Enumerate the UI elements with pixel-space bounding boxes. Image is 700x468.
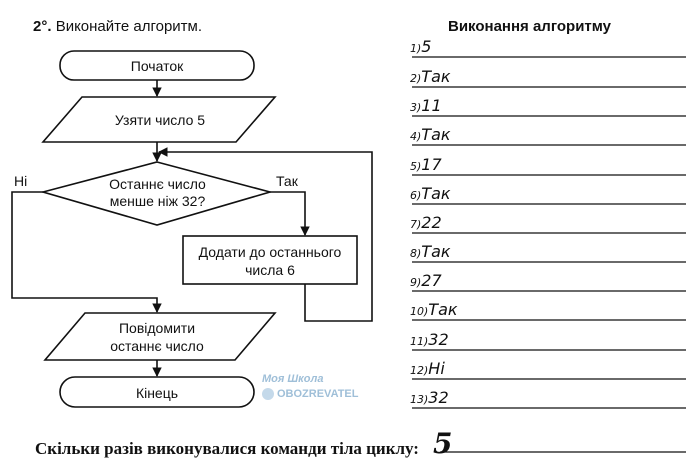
action-label-2: числа 6 [245,262,295,278]
condition-diamond [39,161,273,226]
execution-step: 1)5 [410,37,431,56]
question-text: Скільки разів виконувалися команди тіла … [35,439,419,458]
execution-step: 12)Ні [410,359,445,378]
step-number: 4) [410,130,422,143]
output-label-1: Повідомити [118,320,196,336]
step-value: Так [428,300,458,319]
question-row: Скільки разів виконувалися команди тіла … [35,428,452,460]
step-value: 5 [421,37,432,56]
yes-label: Так [276,173,298,189]
answer-handwritten: 5 [432,427,453,460]
input-label: Узяти число 5 [114,112,206,128]
watermark-brand: OBOZREVATEL [277,388,359,400]
step-number: 3) [410,101,422,114]
action-label-1: Додати до останнього [198,244,342,260]
condition-label-1: Останнє число [109,176,206,192]
output-label-2: останнє число [110,338,204,354]
condition-label-2: менше ніж 32? [109,193,206,209]
yes-connector [270,191,310,236]
step-number: 2) [410,72,422,85]
step-number: 8) [410,247,422,260]
step-number: 13) [410,393,429,406]
no-label: Ні [14,173,28,189]
watermark-logo-icon [262,388,274,401]
step-value: 22 [421,213,442,232]
execution-step: 7)22 [410,213,442,232]
task-text: Виконайте алгоритм. [55,18,203,35]
start-label: Початок [130,58,184,74]
execution-step: 5)17 [410,155,442,174]
action-box [182,235,358,285]
execution-step: 13)32 [410,388,449,407]
execution-step: 10)Так [410,300,458,319]
step-value: 32 [428,388,449,407]
step-value: 17 [421,155,442,174]
execution-step: 3)11 [410,96,442,115]
execution-step: 4)Так [410,125,451,144]
step-value: Так [421,67,451,86]
end-terminal [59,376,255,408]
step-number: 10) [410,305,429,318]
step-value: Ні [428,359,445,378]
execution-step: 2)Так [410,67,451,86]
watermark-school: Моя Школа [262,373,324,385]
execution-title: Виконання алгоритму [448,18,612,35]
step-number: 11) [410,335,429,348]
step-number: 5) [410,160,422,173]
step-number: 6) [410,189,422,202]
step-number: 7) [410,218,422,231]
execution-step: 9)27 [410,271,442,290]
execution-step: 11)32 [410,330,449,349]
step-number: 1) [410,42,422,55]
step-value: 27 [421,271,442,290]
no-connector [11,191,162,313]
step-number: 9) [410,276,422,289]
step-number: 12) [410,364,429,377]
execution-step: 6)Так [410,184,451,203]
step-value: 11 [421,96,442,115]
output-parallelogram [43,312,277,361]
step-value: 32 [428,330,449,349]
execution-step: 8)Так [410,242,451,261]
step-value: Так [421,242,451,261]
watermark: Моя Школа OBOZREVATEL [262,372,358,402]
step-value: Так [421,125,451,144]
task-number: 2°. [33,18,52,35]
step-value: Так [421,184,451,203]
input-parallelogram [41,96,277,143]
loop-connector [158,147,373,322]
task-heading: 2°. Виконайте алгоритм. [33,18,202,35]
end-label: Кінець [135,385,179,401]
